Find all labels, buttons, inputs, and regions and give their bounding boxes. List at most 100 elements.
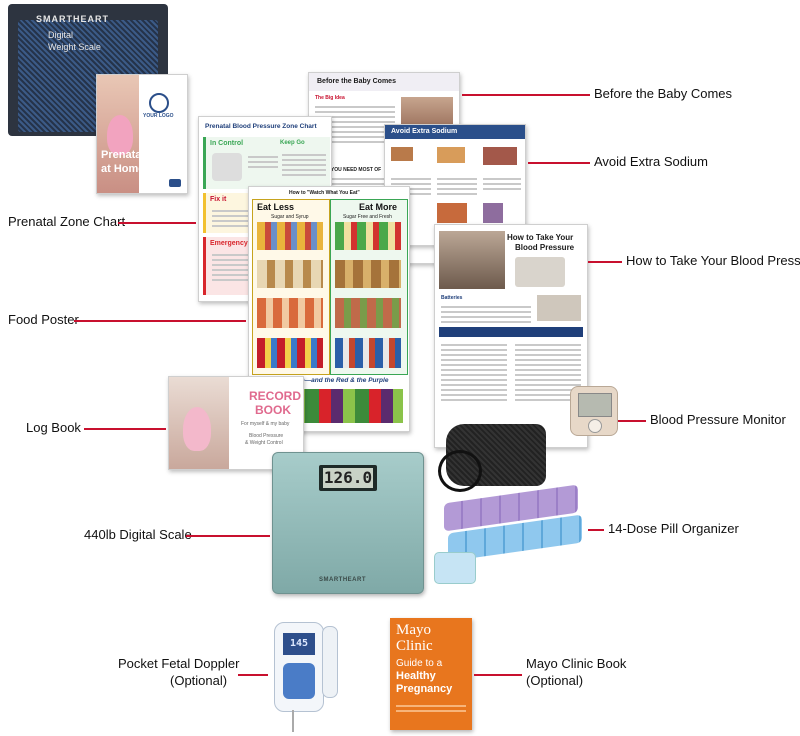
booklet-logo-text: YOUR LOGO [143, 113, 174, 119]
eat-more-title: Eat More [359, 202, 398, 212]
howto-photo [439, 231, 505, 289]
howto-monitor-diagram [515, 257, 565, 287]
scale-reading: 126.0 [323, 468, 373, 488]
fresh-foods [335, 222, 401, 250]
doppler-panel [283, 663, 315, 699]
leader-avoid-sodium [528, 162, 590, 164]
bp-monitor-device [570, 386, 618, 436]
doppler-probe [322, 626, 338, 698]
logbook-sub-2: Blood Pressure [249, 433, 284, 439]
howto-section: Batteries [441, 295, 463, 301]
bp-cuff [438, 418, 550, 492]
logo-icon [149, 93, 169, 113]
zone-title: Prenatal Blood Pressure Zone Chart [205, 123, 317, 130]
before-section-1: The Big Idea [315, 95, 345, 101]
mayo-title-1: Mayo [396, 622, 431, 638]
fatty-foods [257, 298, 323, 328]
leader-doppler [238, 674, 268, 676]
label-food-poster: Food Poster [8, 312, 79, 327]
zone-green: In Control Keep Go [203, 137, 330, 189]
salty-foods [257, 338, 323, 368]
leader-pill-organizer [588, 529, 604, 531]
label-bp-monitor: Blood Pressure Monitor [650, 412, 786, 427]
howto-battery-photo [537, 295, 581, 321]
leader-how-to-bp [588, 261, 622, 263]
bp-monitor-button [588, 419, 602, 433]
label-log-book: Log Book [26, 420, 81, 435]
bp-monitor-screen [578, 393, 612, 417]
doppler-cable [292, 710, 294, 732]
sodium-food-5 [483, 203, 503, 223]
mayo-title-4: Healthy [396, 670, 436, 682]
food-footer: Go for the Green—and the Red & the Purpl… [253, 377, 389, 384]
before-section-2: WHAT YOU NEED MOST OF [315, 167, 382, 173]
pocket-fetal-doppler: 145 [270, 618, 346, 734]
leader-before-baby [462, 94, 590, 96]
zone-green-label-b: Keep Go [280, 140, 305, 146]
eat-more-column: Eat More Sugar Free and Fresh [330, 199, 408, 375]
logbook-sub-3: & Weight Control [245, 440, 283, 446]
zone-red-label: Emergency [210, 240, 248, 247]
label-how-to-bp: How to Take Your Blood Pressure [626, 253, 800, 268]
label-pill-organizer: 14-Dose Pill Organizer [608, 521, 739, 536]
leader-food-poster [74, 320, 246, 322]
sugary-foods [257, 222, 323, 250]
whole-grain-foods [335, 260, 401, 288]
booklet-title-1: Prenatal [101, 149, 145, 161]
howto-steps-bar [439, 327, 583, 337]
label-doppler-1: Pocket Fetal Doppler [118, 656, 240, 671]
booklet-title-2: at Home [101, 163, 145, 175]
zone-green-label: In Control [210, 140, 244, 147]
label-mayo-2: (Optional) [526, 673, 584, 688]
how-to-take-bp-handout: How to Take Your Blood Pressure Batterie… [434, 224, 588, 448]
label-scale: 440lb Digital Scale [84, 527, 192, 542]
zone-yellow-label: Fix it [210, 196, 227, 203]
eat-less-sub: Sugar and Syrup [271, 214, 309, 220]
sodium-food-3 [483, 147, 517, 165]
eat-less-column: Eat Less Sugar and Syrup [252, 199, 330, 375]
sodium-food-1 [391, 147, 413, 161]
food-header: How to "Watch What You Eat" [289, 190, 360, 196]
lean-protein-foods [335, 298, 401, 328]
logbook-woman-figure [183, 407, 211, 451]
bag-line1: Digital [48, 30, 74, 40]
before-title: Before the Baby Comes [317, 78, 396, 85]
label-before-baby: Before the Baby Comes [594, 86, 733, 101]
howto-title-2: Blood Pressure [515, 243, 575, 252]
leader-zone-chart [118, 222, 196, 224]
mayo-title-3: Guide to a [396, 658, 443, 669]
bp-cuff-tube [438, 450, 482, 492]
scale-display: 126.0 [319, 465, 377, 491]
prenatal-at-home-booklet: YOUR LOGO Prenatal at Home [96, 74, 188, 194]
sodium-food-4 [437, 203, 467, 223]
digital-scale: 126.0 SMARTHEART [272, 452, 424, 594]
doppler-display: 145 [283, 633, 315, 655]
leader-mayo [474, 674, 522, 676]
zone-monitor-icon [212, 153, 242, 181]
logbook-title-1: RECORD [249, 389, 302, 403]
label-doppler-2: (Optional) [170, 673, 228, 688]
logbook-sub-1: For myself & my baby [241, 421, 290, 427]
eat-more-sub: Sugar Free and Fresh [343, 214, 392, 220]
label-mayo-1: Mayo Clinic Book [526, 656, 627, 671]
logbook-title-2: BOOK [255, 403, 291, 417]
sodium-food-2 [437, 147, 465, 163]
scale-brand: SMARTHEART [319, 577, 366, 583]
mayo-title-2: Clinic [396, 638, 433, 654]
leader-log-book [84, 428, 166, 430]
bag-line2: Weight Scale [48, 42, 101, 52]
mayo-clinic-book: Mayo Clinic Guide to a Healthy Pregnancy [390, 618, 472, 730]
pill-organizer [434, 484, 586, 588]
leader-bp-monitor [618, 420, 646, 422]
booklet-badge [169, 179, 181, 187]
label-avoid-sodium: Avoid Extra Sodium [594, 154, 708, 169]
pregnant-woman-figure [107, 115, 133, 155]
sodium-title: Avoid Extra Sodium [391, 128, 458, 135]
pill-open-compartment [434, 552, 476, 584]
doppler-body: 145 [274, 622, 324, 712]
howto-title-1: How to Take Your [507, 233, 574, 242]
label-zone-chart: Prenatal Zone Chart [8, 214, 126, 229]
bag-brand: SMARTHEART [36, 14, 109, 24]
white-foods [257, 260, 323, 288]
low-sodium-foods [335, 338, 401, 368]
